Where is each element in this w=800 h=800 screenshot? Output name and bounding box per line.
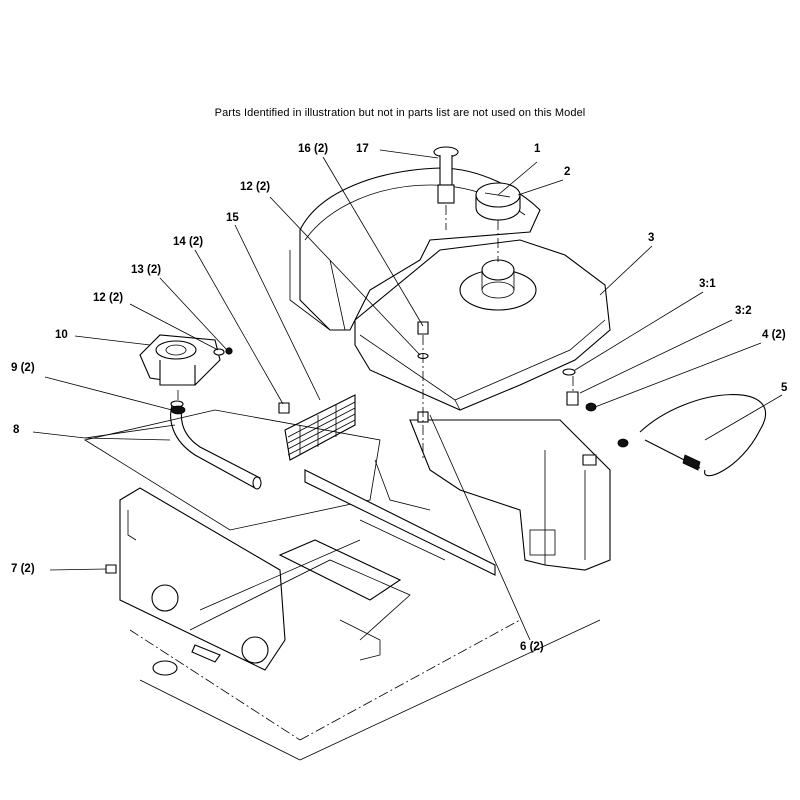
- fuel-gauge: [433, 146, 459, 204]
- fuel-filter: [139, 334, 221, 386]
- callout-3: 3: [648, 232, 655, 244]
- fuel-hose: [170, 400, 262, 490]
- grille-screen: [284, 394, 356, 461]
- callout-13: 13 (2): [131, 264, 162, 276]
- callout-3-1: 3:1: [699, 278, 716, 290]
- callout-1: 1: [534, 143, 541, 155]
- callout-17: 17: [356, 143, 369, 155]
- callout-10: 10: [55, 329, 68, 341]
- callout-12-upper: 12 (2): [240, 181, 271, 193]
- mounting-plate: [83, 409, 381, 531]
- header-note: Parts Identified in illustration but not…: [214, 107, 586, 119]
- frame-chassis: [119, 419, 611, 761]
- callout-7: 7 (2): [11, 563, 35, 575]
- callout-16: 16 (2): [298, 143, 329, 155]
- fuel-cap: [475, 182, 521, 221]
- callout-5: 5: [781, 382, 788, 394]
- callout-8: 8: [13, 424, 20, 436]
- callout-3-2: 3:2: [735, 305, 752, 317]
- leader-lines: [32, 149, 783, 641]
- hardware: [105, 205, 629, 574]
- callout-6: 6 (2): [520, 641, 544, 653]
- callout-2: 2: [564, 166, 571, 178]
- callout-12-left: 12 (2): [93, 292, 124, 304]
- fuel-tank: [354, 239, 611, 411]
- callout-15: 15: [226, 212, 239, 224]
- fuel-line: [639, 394, 767, 477]
- callout-4: 4 (2): [762, 329, 786, 341]
- callout-9: 9 (2): [11, 362, 35, 374]
- callout-14: 14 (2): [173, 236, 204, 248]
